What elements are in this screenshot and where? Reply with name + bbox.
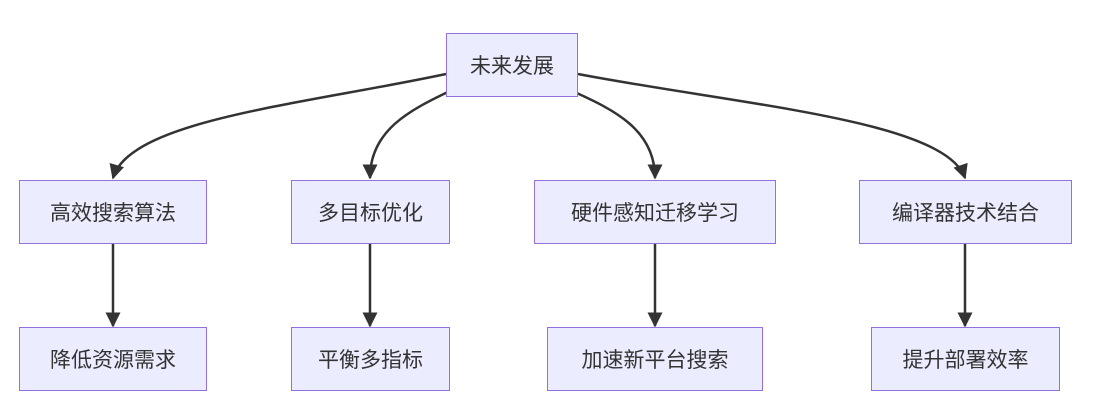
- node-branch-1[interactable]: 高效搜索算法: [19, 180, 207, 244]
- node-branch-3[interactable]: 硬件感知迁移学习: [534, 180, 776, 244]
- edge-root-to-branch-4: [577, 72, 968, 180]
- edge-root-to-branch-2: [362, 88, 453, 180]
- node-child-3[interactable]: 加速新平台搜索: [547, 327, 763, 391]
- node-branch-3-label: 硬件感知迁移学习: [571, 201, 739, 225]
- node-branch-2-label: 多目标优化: [318, 201, 423, 225]
- node-child-4-label: 提升部署效率: [902, 348, 1029, 372]
- edge-root-to-branch-3: [569, 88, 663, 180]
- node-child-1[interactable]: 降低资源需求: [19, 327, 207, 391]
- node-branch-4-label: 编译器技术结合: [892, 201, 1039, 225]
- node-child-2-label: 平衡多指标: [318, 348, 423, 372]
- edge-root-to-branch-1: [109, 72, 447, 180]
- node-branch-2[interactable]: 多目标优化: [291, 180, 450, 244]
- node-child-1-label: 降低资源需求: [50, 348, 176, 372]
- node-child-3-label: 加速新平台搜索: [581, 348, 729, 372]
- node-root-label: 未来发展: [470, 54, 554, 78]
- node-child-4[interactable]: 提升部署效率: [871, 327, 1060, 391]
- node-root[interactable]: 未来发展: [446, 33, 578, 97]
- node-child-2[interactable]: 平衡多指标: [291, 327, 450, 391]
- node-branch-1-label: 高效搜索算法: [50, 201, 176, 225]
- node-branch-4[interactable]: 编译器技术结合: [859, 180, 1072, 244]
